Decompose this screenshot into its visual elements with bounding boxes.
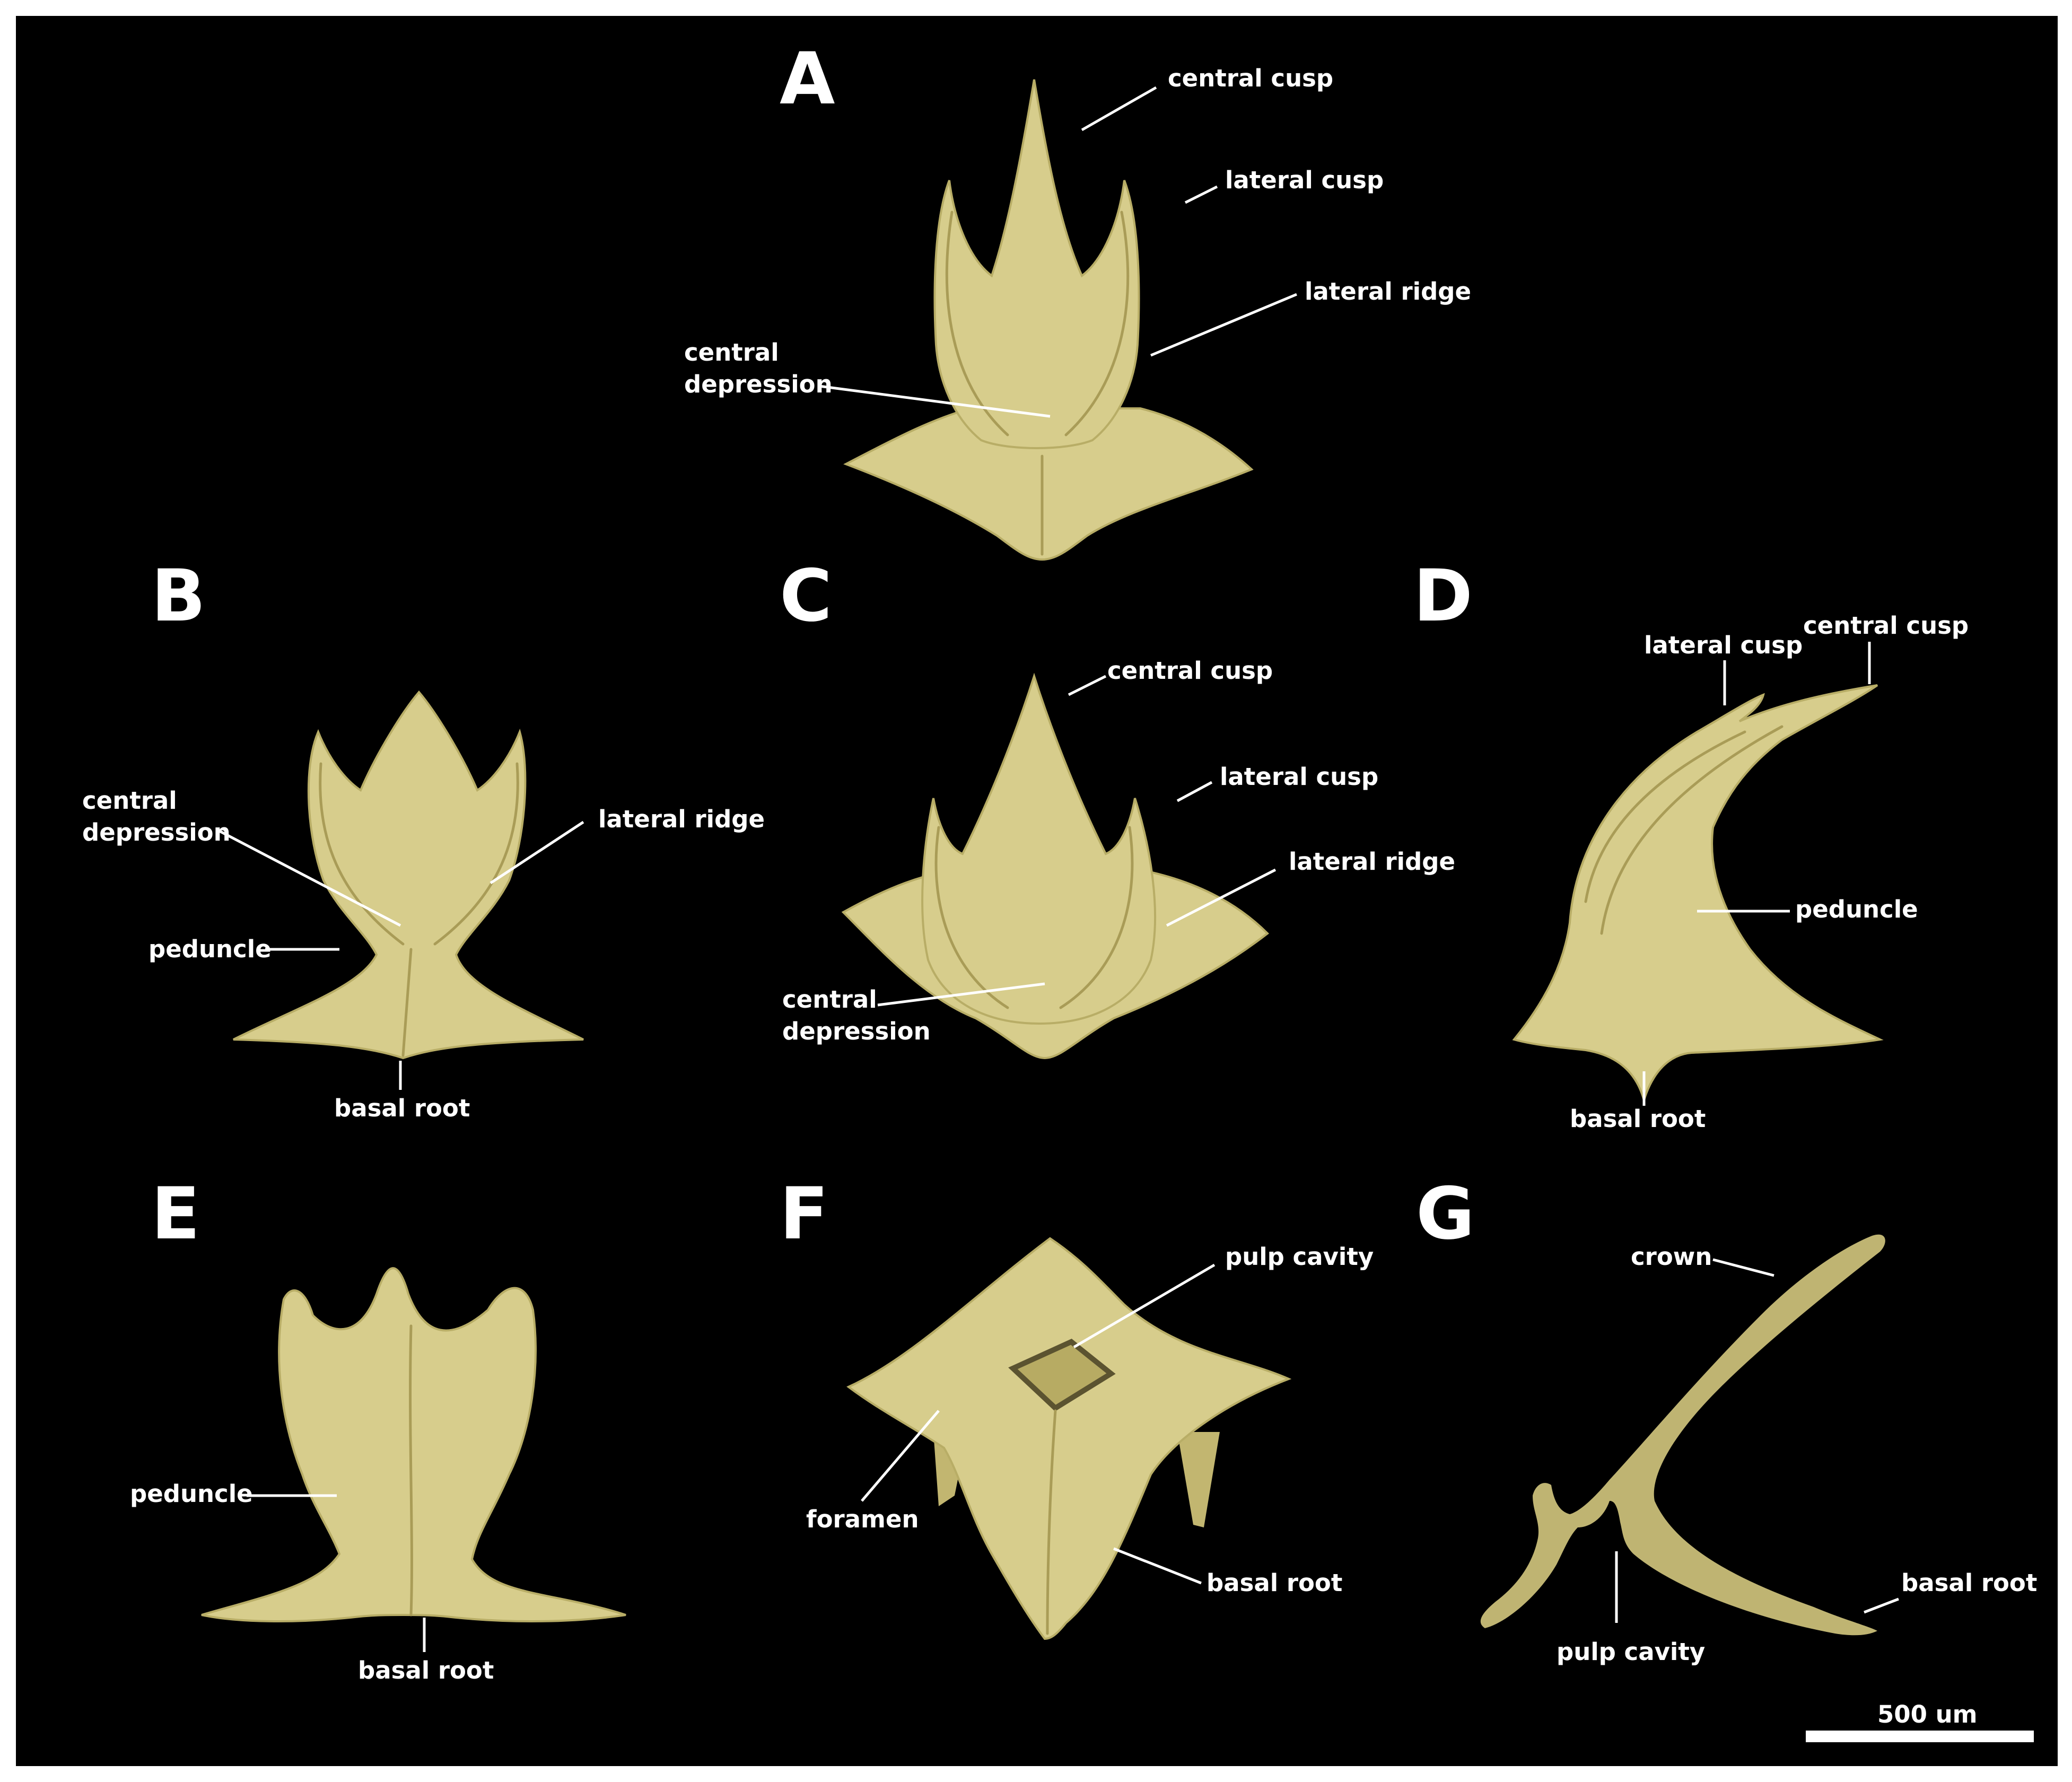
- panel-letter-g: G: [1416, 1172, 1475, 1255]
- leader-a-lateral-cusp: [1184, 185, 1218, 204]
- label-f-basal-root: basal root: [1207, 1569, 1342, 1597]
- panel-g-cross-section: [1480, 1234, 1885, 1636]
- panel-g: G crown basal root pulp cavity: [1416, 1172, 2037, 1666]
- panel-letter-c: C: [780, 554, 832, 637]
- leader-c-central-depression: [877, 982, 1045, 1007]
- panel-f-midline: [1046, 1409, 1057, 1635]
- leader-a-lateral-ridge: [1150, 293, 1297, 357]
- label-a-lateral-cusp: lateral cusp: [1225, 166, 1384, 194]
- panel-e-body: [201, 1267, 626, 1622]
- label-a-lateral-ridge: lateral ridge: [1305, 277, 1471, 305]
- panel-c: C central cusp lateral cusp lateral ridg…: [780, 554, 1455, 1060]
- leader-a-central-cusp: [1081, 86, 1157, 132]
- panel-letter-e: E: [151, 1172, 200, 1255]
- leader-c-central-cusp: [1068, 675, 1107, 696]
- leader-f-foramen: [861, 1410, 940, 1502]
- label-f-pulp-cavity: pulp cavity: [1225, 1243, 1374, 1271]
- panel-e: E peduncle basal root: [130, 1172, 626, 1684]
- panel-d-ridge: [1584, 730, 1746, 903]
- label-b-lateral-ridge: lateral ridge: [598, 805, 765, 833]
- panel-a-ridge-left: [945, 211, 1009, 436]
- label-c-central-depression-2: depression: [782, 1017, 931, 1045]
- panel-letter-d: D: [1413, 554, 1473, 637]
- panel-b: B central depression lateral ridge pedun…: [82, 554, 765, 1122]
- leader-b-central-depression: [216, 828, 401, 927]
- panel-d-body: [1512, 684, 1884, 1101]
- panel-e-midline: [409, 1324, 413, 1617]
- panel-a: A central cusp lateral cusp lateral ridg…: [684, 37, 1471, 561]
- panel-f-pulp-cavity: [1008, 1339, 1116, 1412]
- label-g-basal-root: basal root: [1901, 1569, 2037, 1597]
- label-d-basal-root: basal root: [1570, 1105, 1706, 1133]
- label-e-basal-root: basal root: [358, 1656, 494, 1684]
- label-f-foramen: foramen: [806, 1505, 919, 1533]
- panel-b-ridge-right: [433, 762, 519, 946]
- label-d-central-cusp: central cusp: [1803, 612, 1969, 640]
- leader-c-lateral-cusp: [1176, 781, 1213, 802]
- panel-f-lobe-right: [1177, 1432, 1220, 1527]
- label-d-lateral-cusp: lateral cusp: [1644, 631, 1803, 659]
- panel-letter-f: F: [780, 1172, 828, 1255]
- leader-f-basal-root: [1113, 1547, 1202, 1585]
- panel-letter-b: B: [151, 554, 206, 637]
- scale-bar-label: 500 um: [1877, 1700, 1978, 1728]
- label-e-peduncle: peduncle: [130, 1480, 253, 1508]
- label-b-central-depression-1: central: [82, 787, 177, 815]
- leader-g-basal-root: [1864, 1597, 1899, 1614]
- label-a-central-depression-1: central: [684, 338, 779, 366]
- label-c-central-depression-1: central: [782, 985, 877, 1014]
- scale-bar-line: [1806, 1731, 2034, 1742]
- panel-f: F pulp cavity foramen basal root: [780, 1172, 1374, 1640]
- panel-a-crown: [933, 79, 1140, 449]
- label-g-pulp-cavity: pulp cavity: [1557, 1638, 1705, 1666]
- leader-a-central-depression: [819, 385, 1051, 418]
- panel-a-ridge-right: [1064, 211, 1130, 436]
- panel-c-crown: [921, 672, 1157, 1025]
- label-g-crown: crown: [1631, 1243, 1712, 1271]
- label-b-central-depression-2: depression: [82, 818, 231, 846]
- leader-f-pulp-cavity: [1073, 1263, 1216, 1349]
- label-c-lateral-ridge: lateral ridge: [1289, 848, 1455, 876]
- label-d-peduncle: peduncle: [1795, 895, 1918, 923]
- label-b-basal-root: basal root: [334, 1094, 470, 1122]
- panel-d: D lateral cusp central cusp peduncle bas…: [1413, 554, 1969, 1133]
- label-c-central-cusp: central cusp: [1107, 657, 1273, 685]
- label-a-central-depression-2: depression: [684, 370, 833, 398]
- panel-c-ridge-right: [1059, 826, 1134, 1009]
- panel-b-ridge-left: [319, 762, 405, 946]
- label-a-central-cusp: central cusp: [1168, 64, 1333, 92]
- panel-d-inner: [1600, 725, 1784, 935]
- panel-letter-a: A: [780, 37, 835, 120]
- leader-b-lateral-ridge: [489, 820, 584, 885]
- label-c-lateral-cusp: lateral cusp: [1220, 763, 1378, 791]
- leader-g-crown: [1712, 1258, 1774, 1277]
- leader-c-lateral-ridge: [1166, 868, 1277, 927]
- scale-bar: 500 um: [1806, 1700, 2034, 1742]
- label-b-peduncle: peduncle: [148, 935, 272, 963]
- panel-b-midline: [401, 948, 413, 1057]
- panel-f-body: [846, 1237, 1292, 1640]
